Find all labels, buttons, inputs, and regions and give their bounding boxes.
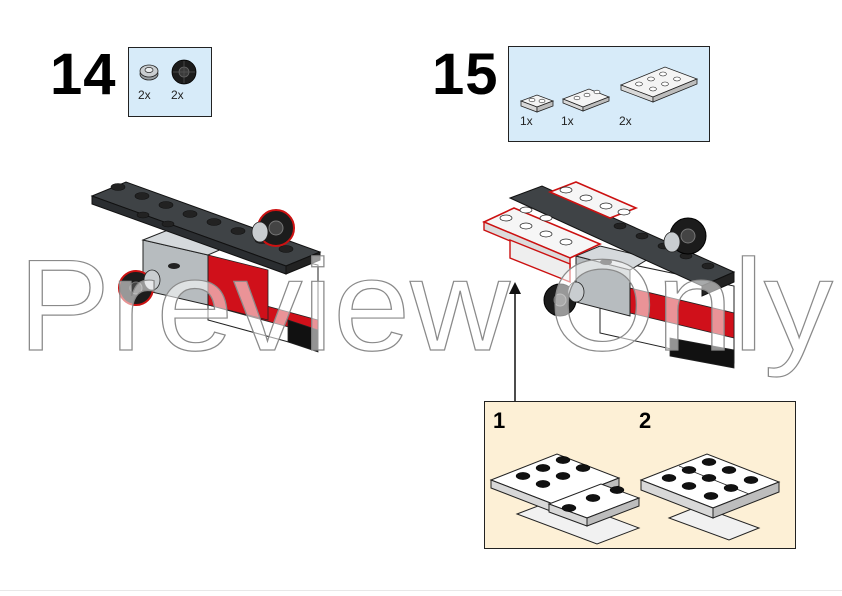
footer-divider bbox=[0, 590, 842, 591]
sub-step-2-illustration bbox=[639, 453, 781, 541]
step-15-model-illustration bbox=[482, 181, 736, 369]
sub-step-2-number: 2 bbox=[639, 408, 652, 433]
white-plate-1x2-icon bbox=[519, 94, 555, 113]
part-qty: 2x bbox=[171, 88, 184, 102]
sub-step-1-number: 1 bbox=[493, 408, 506, 433]
part-qty: 2x bbox=[138, 88, 151, 102]
sub-step-1-illustration bbox=[489, 453, 641, 545]
callout-arrow bbox=[509, 282, 521, 402]
step-14-number: 14 bbox=[50, 42, 117, 107]
step-14-parts-box: 2x 2x bbox=[128, 47, 212, 117]
sub-assembly-box: 1 2 bbox=[484, 401, 796, 549]
step-15-parts-box: 1x 1x 2x bbox=[508, 46, 710, 142]
part-qty: 2x bbox=[619, 114, 632, 128]
light-gray-round-plate-icon bbox=[139, 64, 159, 81]
black-wheel-icon bbox=[171, 59, 197, 85]
white-plate-1x2-icon bbox=[561, 88, 611, 112]
step-14-model-illustration bbox=[90, 181, 322, 353]
part-qty: 1x bbox=[520, 114, 533, 128]
white-plate-2x3-icon bbox=[619, 66, 699, 103]
step-15-number: 15 bbox=[432, 42, 499, 107]
part-qty: 1x bbox=[561, 114, 574, 128]
